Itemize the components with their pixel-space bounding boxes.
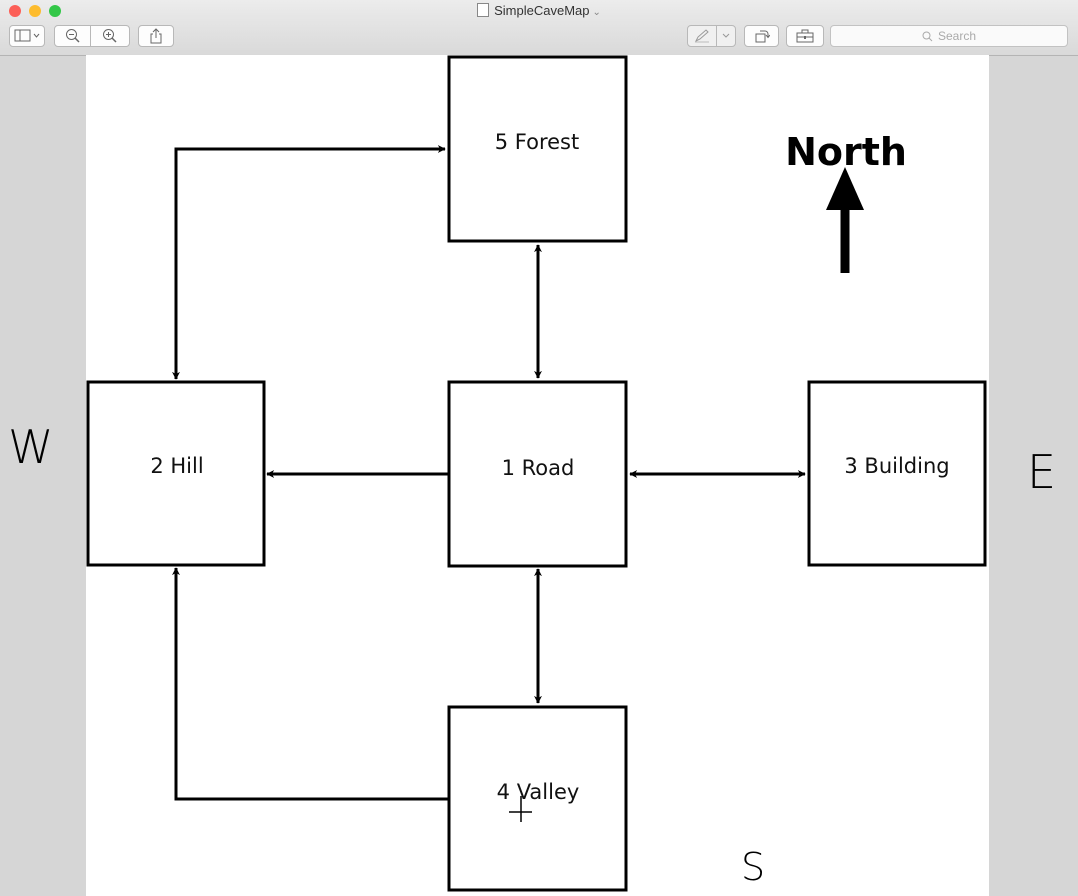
chevron-down-icon [722, 33, 730, 38]
north-label: North [785, 130, 907, 174]
document-icon [477, 3, 490, 17]
window-title[interactable]: SimpleCaveMap⌄ [0, 3, 1078, 18]
search-placeholder: Search [937, 29, 977, 43]
document-page: 5 Forest 2 Hill 1 Road 3 Building 4 Vall… [86, 55, 989, 896]
room-road-label: 1 Road [502, 456, 575, 480]
room-forest [447, 55, 628, 243]
search-icon [922, 31, 933, 41]
room-building [807, 380, 987, 567]
markup-button[interactable] [687, 25, 717, 47]
sidebar-toggle-icon [14, 29, 40, 42]
room-road [447, 380, 628, 568]
search-field[interactable]: Search [830, 25, 1068, 47]
arrow-hill-forest [172, 145, 446, 380]
rotate-icon [755, 30, 770, 43]
room-building-label: 3 Building [844, 454, 949, 478]
room-forest-label: 5 Forest [495, 130, 579, 154]
east-label: E [1027, 445, 1057, 499]
zoom-out-button[interactable] [54, 25, 91, 47]
arrow-valley-hill [172, 567, 448, 801]
cave-map-diagram: 5 Forest 2 Hill 1 Road 3 Building 4 Vall… [86, 55, 987, 892]
toolbox-icon [796, 29, 814, 43]
share-button[interactable] [138, 25, 174, 47]
close-window-button[interactable] [9, 5, 21, 17]
window-titlebar: SimpleCaveMap⌄ Search [0, 0, 1078, 56]
zoom-window-button[interactable] [49, 5, 61, 17]
north-arrow-icon [826, 167, 864, 273]
minimize-window-button[interactable] [29, 5, 41, 17]
zoom-in-icon [103, 29, 117, 43]
markup-menu-button[interactable] [716, 25, 736, 47]
rotate-button[interactable] [744, 25, 779, 47]
zoom-in-button[interactable] [90, 25, 130, 47]
toolbox-button[interactable] [786, 25, 824, 47]
sidebar-toggle-button[interactable] [9, 25, 45, 47]
cursor-crosshair-icon [509, 796, 532, 822]
share-icon [150, 28, 162, 44]
room-valley-label: 4 Valley [497, 780, 580, 804]
room-hill [86, 380, 266, 567]
pen-icon [694, 29, 709, 43]
room-hill-label: 2 Hill [150, 454, 203, 478]
room-valley [447, 705, 628, 892]
south-label: S [741, 845, 766, 889]
zoom-out-icon [65, 29, 80, 43]
chevron-down-icon: ⌄ [592, 7, 601, 18]
west-label: W [8, 420, 54, 474]
